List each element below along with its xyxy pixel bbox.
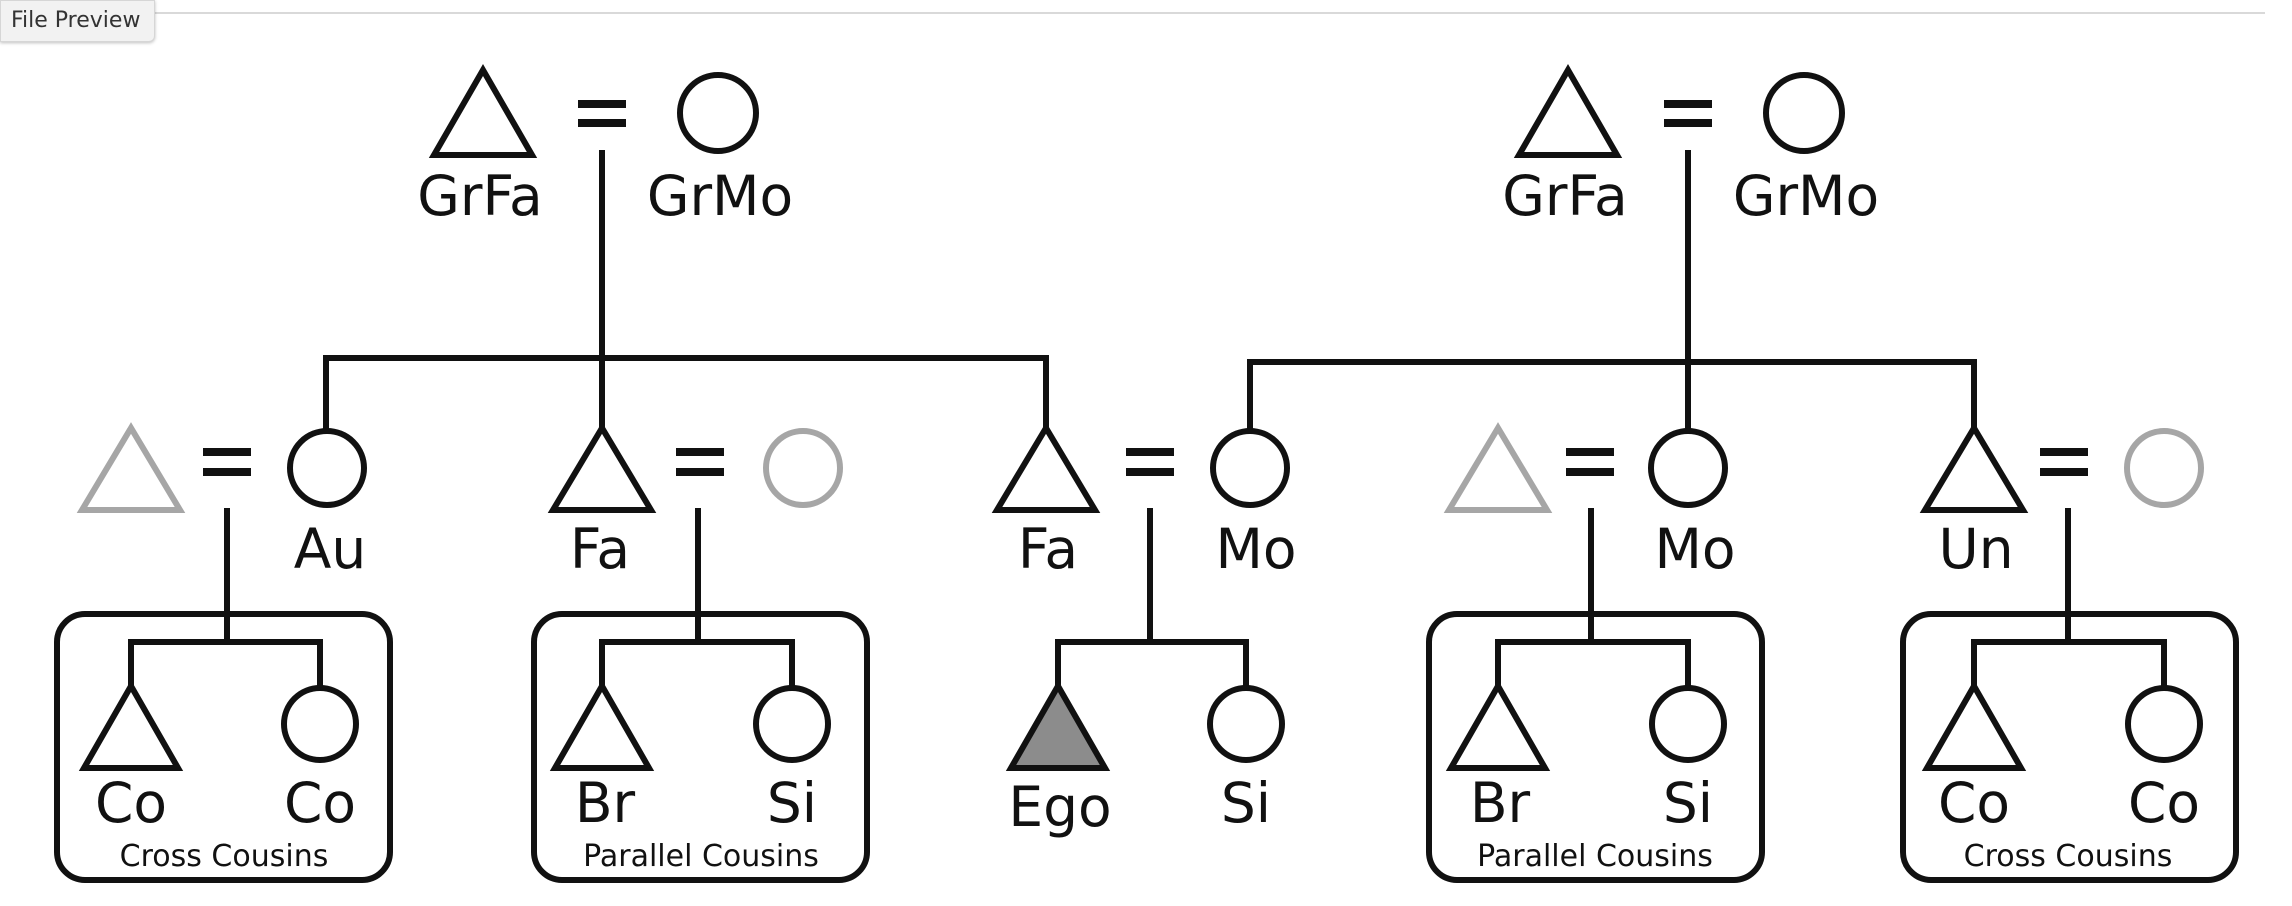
parallel-cousin-right-brother-triangle-icon	[1445, 679, 1551, 771]
ego-sister-circle-icon	[1207, 685, 1285, 763]
parallel-cousin-left-sister-circle-icon	[753, 685, 831, 763]
cross-cousins-right-box	[1900, 611, 2239, 883]
ego-label: Ego	[1008, 775, 1111, 839]
ego-triangle-icon	[1005, 679, 1111, 771]
parallel-cousins-right-caption: Parallel Cousins	[1477, 839, 1713, 874]
cross-cousin-right-female-label: Co	[2128, 771, 2200, 835]
parallel-cousin-left-sister-label: Si	[767, 771, 817, 835]
parallel-cousin-right-brother-label: Br	[1470, 771, 1531, 835]
right-grandfather-label: GrFa	[1502, 164, 1628, 228]
parallel-cousins-right-box	[1426, 611, 1765, 883]
ego-sister-label: Si	[1221, 771, 1271, 835]
father-triangle-icon	[991, 422, 1101, 513]
cross-cousin-left-female-label: Co	[284, 771, 356, 835]
cross-cousin-right-female-circle-icon	[2125, 685, 2203, 763]
aunt-husband-triangle-icon	[76, 422, 186, 513]
mother-sister-circle-icon	[1648, 428, 1728, 508]
father-brother-wife-circle-icon	[763, 428, 843, 508]
uncle-wife-circle-icon	[2124, 428, 2204, 508]
mother-sister-husband-triangle-icon	[1443, 422, 1553, 513]
parallel-cousin-left-brother-label: Br	[575, 771, 636, 835]
cross-cousin-left-male-triangle-icon	[78, 679, 184, 771]
father-brother-triangle-icon	[547, 422, 657, 513]
left-grandfather-triangle-icon	[428, 63, 538, 158]
cross-cousin-right-male-label: Co	[1938, 771, 2010, 835]
parallel-cousins-left-box	[531, 611, 870, 883]
parallel-cousin-right-sister-label: Si	[1663, 771, 1713, 835]
top-divider	[0, 12, 2265, 14]
file-preview-button[interactable]: File Preview	[0, 0, 156, 42]
father-brother-label: Fa	[570, 517, 630, 581]
left-grandmother-label: GrMo	[647, 164, 793, 228]
cross-cousins-left-caption: Cross Cousins	[120, 839, 329, 874]
parallel-cousin-right-sister-circle-icon	[1649, 685, 1727, 763]
right-grandmother-circle-icon	[1763, 72, 1845, 154]
cross-cousin-right-male-triangle-icon	[1921, 679, 2027, 771]
mother-sister-label: Mo	[1654, 517, 1735, 581]
left-grandfather-label: GrFa	[417, 164, 543, 228]
aunt-label: Au	[294, 517, 366, 581]
uncle-label: Un	[1938, 517, 2013, 581]
left-grandmother-circle-icon	[677, 72, 759, 154]
cross-cousin-left-female-circle-icon	[281, 685, 359, 763]
uncle-triangle-icon	[1919, 422, 2029, 513]
mother-label: Mo	[1215, 517, 1296, 581]
parallel-cousins-left-caption: Parallel Cousins	[583, 839, 819, 874]
cross-cousin-left-male-label: Co	[95, 771, 167, 835]
parallel-cousin-left-brother-triangle-icon	[549, 679, 655, 771]
right-grandfather-triangle-icon	[1513, 63, 1623, 158]
father-label: Fa	[1018, 517, 1078, 581]
mother-circle-icon	[1210, 428, 1290, 508]
cross-cousins-right-caption: Cross Cousins	[1964, 839, 2173, 874]
cross-cousins-left-box	[54, 611, 393, 883]
aunt-circle-icon	[287, 428, 367, 508]
right-grandmother-label: GrMo	[1733, 164, 1879, 228]
